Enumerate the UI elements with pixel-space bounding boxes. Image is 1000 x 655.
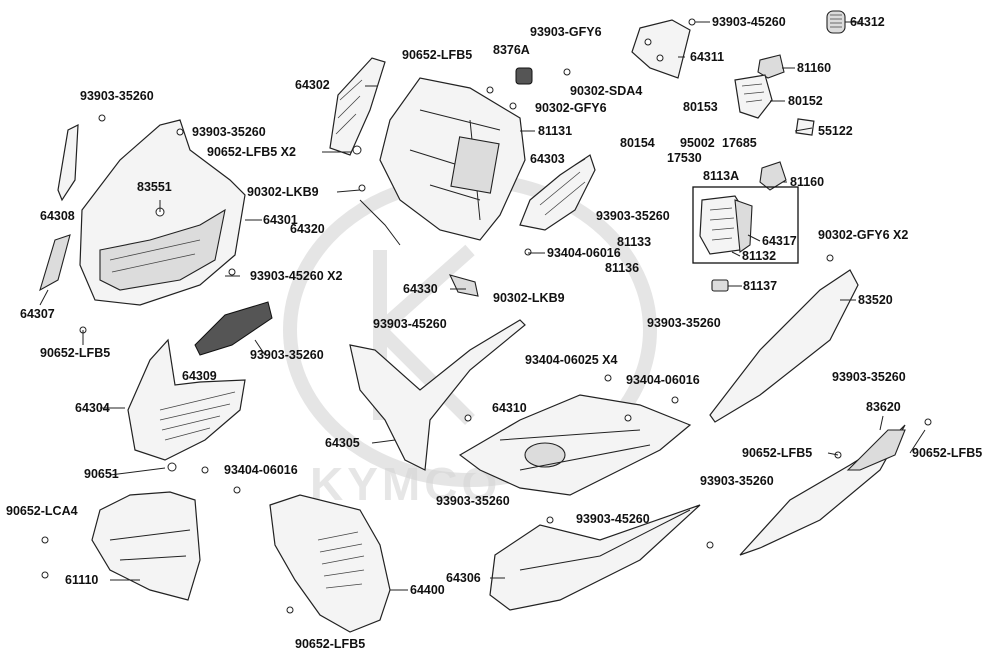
part-61110-inner-liner <box>91 491 201 601</box>
label-80152: 80152 <box>788 94 823 108</box>
label-55122: 55122 <box>818 124 853 138</box>
label-81131: 81131 <box>538 124 572 138</box>
part-83520-rear-cover <box>709 269 859 423</box>
part-64310-floor-panel <box>458 394 692 496</box>
label-17530: 17530 <box>667 151 702 165</box>
label-95002: 95002 <box>680 136 715 150</box>
label-93903-35260-left: 93903-35260 <box>80 89 154 103</box>
label-80154: 80154 <box>620 136 655 150</box>
part-64312-emblem <box>826 10 846 34</box>
leader-lines <box>39 21 926 591</box>
part-80152-lamp <box>734 74 773 119</box>
label-64305: 64305 <box>325 436 360 450</box>
label-93404-06025-x4: 93404-06025 X4 <box>525 353 617 367</box>
label-64304: 64304 <box>75 401 110 415</box>
label-90652-LCA4: 90652-LCA4 <box>6 504 78 518</box>
label-64306: 64306 <box>446 571 481 585</box>
label-93903-35260-f: 93903-35260 <box>832 370 906 384</box>
label-90652-LFB5-x2: 90652-LFB5 X2 <box>207 145 296 159</box>
label-93903-35260-b: 93903-35260 <box>192 125 266 139</box>
part-64307-trim <box>39 234 71 292</box>
part-64303-side <box>519 154 596 231</box>
label-64303: 64303 <box>530 152 565 166</box>
label-93903-35260-d: 93903-35260 <box>647 316 721 330</box>
label-83520: 83520 <box>858 293 893 307</box>
label-90652-LFB5-left: 90652-LFB5 <box>40 346 110 360</box>
label-64317: 64317 <box>762 234 797 248</box>
label-90302-LKB9-a: 90302-LKB9 <box>247 185 319 199</box>
part-81137-clip <box>711 279 729 292</box>
label-64310: 64310 <box>492 401 527 415</box>
label-93404-06016-b: 93404-06016 <box>626 373 700 387</box>
label-81133: 81133 <box>617 235 651 249</box>
label-81132: 81132 <box>742 249 776 263</box>
label-64312: 64312 <box>850 15 885 29</box>
label-90652-LFB5-r1: 90652-LFB5 <box>742 446 812 460</box>
label-81136: 81136 <box>605 261 639 275</box>
label-90651: 90651 <box>84 467 119 481</box>
label-90302-LKB9-b: 90302-LKB9 <box>493 291 565 305</box>
label-93903-35260-e: 93903-35260 <box>250 348 324 362</box>
part-8376A-latch <box>515 67 533 85</box>
label-93903-GFY6: 93903-GFY6 <box>530 25 602 39</box>
label-93903-35260-h: 93903-35260 <box>436 494 510 508</box>
label-90302-GFY6-x2: 90302-GFY6 X2 <box>818 228 908 242</box>
part-55122-sticker <box>795 118 815 136</box>
label-83620: 83620 <box>866 400 901 414</box>
part-64304-lower-front <box>127 338 246 461</box>
label-8113A: 8113A <box>703 169 739 183</box>
label-90652-LFB5-top: 90652-LFB5 <box>402 48 472 62</box>
label-93903-35260-g: 93903-35260 <box>700 474 774 488</box>
part-64306-side-skirt <box>489 504 701 611</box>
part-64309-grille <box>194 301 273 356</box>
label-90302-GFY6: 90302-GFY6 <box>535 101 607 115</box>
watermark-brand: KYMCO <box>310 458 501 510</box>
label-80153: 80153 <box>683 100 718 114</box>
label-8376A: 8376A <box>493 43 530 57</box>
part-64320-rail <box>359 199 401 246</box>
label-64320: 64320 <box>290 222 325 236</box>
part-81131-frame <box>379 77 526 241</box>
label-93903-45260-x2: 93903-45260 X2 <box>250 269 342 283</box>
label-64311: 64311 <box>690 50 724 64</box>
label-93903-35260-c: 93903-35260 <box>596 209 670 223</box>
label-64309: 64309 <box>182 369 217 383</box>
label-81137: 81137 <box>743 279 777 293</box>
label-81160-b: 81160 <box>790 175 824 189</box>
label-90652-LFB5-r2: 90652-LFB5 <box>912 446 982 460</box>
part-64400-lower-grille <box>269 494 391 633</box>
part-8113A-box <box>692 186 799 264</box>
label-64307: 64307 <box>20 307 55 321</box>
label-64301: 64301 <box>263 213 298 227</box>
label-93903-45260-top: 93903-45260 <box>712 15 786 29</box>
part-81160-lower <box>759 161 787 191</box>
label-64308: 64308 <box>40 209 75 223</box>
part-64330-bracket <box>448 274 479 297</box>
part-64311-cover <box>631 19 691 79</box>
part-81160-upper <box>757 54 785 79</box>
label-17685: 17685 <box>722 136 757 150</box>
label-93903-45260-low: 93903-45260 <box>576 512 650 526</box>
label-64330: 64330 <box>403 282 438 296</box>
part-labels: 64312 93903-45260 90652-LFB5 8376A 93903… <box>6 15 982 651</box>
label-93903-45260-mid: 93903-45260 <box>373 317 447 331</box>
label-90652-LFB5-bottom: 90652-LFB5 <box>295 637 365 651</box>
label-64400: 64400 <box>410 583 445 597</box>
label-93404-06016-c: 93404-06016 <box>224 463 298 477</box>
label-90302-SDA4: 90302-SDA4 <box>570 84 642 98</box>
label-81160-a: 81160 <box>797 61 831 75</box>
part-64308-side-strip <box>57 124 79 202</box>
part-64302-inner-panel <box>329 57 386 156</box>
label-64302: 64302 <box>295 78 330 92</box>
part-64305-frame-cover <box>349 319 526 471</box>
label-83551: 83551 <box>137 180 172 194</box>
label-61110: 61110 <box>65 573 98 587</box>
part-83620-side-panel <box>739 424 906 556</box>
label-93404-06016-a: 93404-06016 <box>547 246 621 260</box>
